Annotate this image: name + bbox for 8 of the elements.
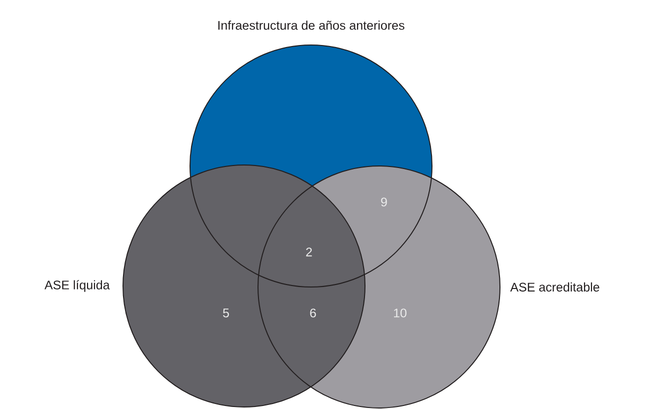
region-number: 10 — [394, 308, 406, 318]
set-label: Infraestructura de años anteriores — [218, 20, 404, 30]
set-label: ASE acreditable — [510, 282, 600, 292]
region-number: 6 — [310, 308, 316, 318]
region-number: 5 — [223, 308, 229, 318]
region-number: 2 — [306, 248, 312, 256]
set-label: ASE líquida — [44, 280, 110, 292]
region-number: 9 — [381, 198, 387, 206]
